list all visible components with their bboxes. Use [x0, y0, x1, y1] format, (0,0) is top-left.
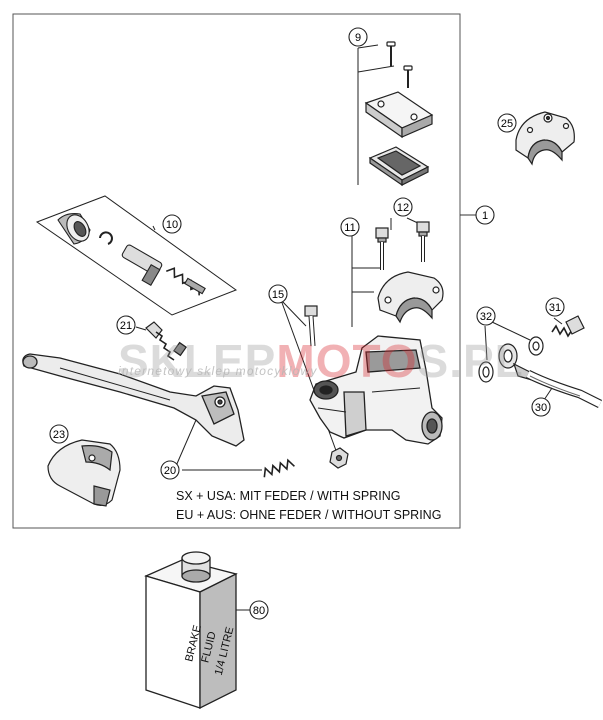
- callout-20: 20: [160, 460, 180, 480]
- callout-11-label: 11: [344, 222, 355, 234]
- adjuster-screw-21: [135, 321, 187, 361]
- callout-21-label: 21: [120, 320, 132, 332]
- callout-9-label: 9: [355, 32, 361, 44]
- callout-32-label: 32: [480, 311, 492, 323]
- brake-hose-assembly: [478, 315, 603, 409]
- watermark-logo: SKLEPMOTOS.PL: [118, 334, 524, 388]
- watermark-subtitle: internetowy sklep motocyklowy: [118, 364, 318, 378]
- brake-lever: [22, 353, 245, 447]
- callout-31: 31: [545, 297, 565, 317]
- watermark-part-c: S.PL: [417, 335, 524, 387]
- callout-21: 21: [116, 315, 136, 335]
- lever-spring-20: [175, 419, 295, 478]
- lever-cover-23: [47, 439, 121, 507]
- master-cylinder-body: [309, 335, 443, 445]
- spring-note-line-2: EU + AUS: OHNE FEDER / WITHOUT SPRING: [176, 508, 442, 522]
- handlebar-clamp-25: [515, 111, 575, 166]
- callout-11: 11: [340, 217, 360, 237]
- callout-9: 9: [348, 27, 368, 47]
- assembly-frame: [12, 13, 461, 529]
- piston-kit-10: [35, 195, 238, 316]
- callout-15: 15: [268, 284, 288, 304]
- brake-fluid-bottle: [144, 551, 250, 710]
- spring-note-line-1: SX + USA: MIT FEDER / WITH SPRING: [176, 489, 401, 503]
- callout-30: 30: [531, 397, 551, 417]
- callout-80: 80: [249, 600, 269, 620]
- callout-20-label: 20: [164, 465, 176, 477]
- callout-25: 25: [497, 113, 517, 133]
- callout-12: 12: [393, 197, 413, 217]
- callout-80-label: 80: [253, 605, 265, 617]
- callout-25-label: 25: [501, 118, 513, 130]
- callout-31-label: 31: [549, 302, 561, 314]
- callout-10: 10: [162, 214, 182, 234]
- callouts: 9 25 10 12 11 1 15 21: [49, 27, 565, 620]
- callout-12-label: 12: [397, 202, 409, 214]
- clamp-screws-and-lower-clamp: [351, 217, 444, 327]
- callout-23: 23: [49, 424, 69, 444]
- callout-15-label: 15: [272, 289, 284, 301]
- watermark-part-b: MOTO: [276, 335, 418, 387]
- callout-10-label: 10: [166, 219, 178, 231]
- callout-23-label: 23: [53, 429, 65, 441]
- watermark-part-a: SKLEP: [118, 335, 277, 387]
- reservoir-cover-group: [357, 41, 434, 187]
- callout-30-label: 30: [535, 402, 547, 414]
- callout-1: 1: [475, 205, 495, 225]
- callout-1-label: 1: [482, 210, 488, 222]
- callout-32: 32: [476, 306, 496, 326]
